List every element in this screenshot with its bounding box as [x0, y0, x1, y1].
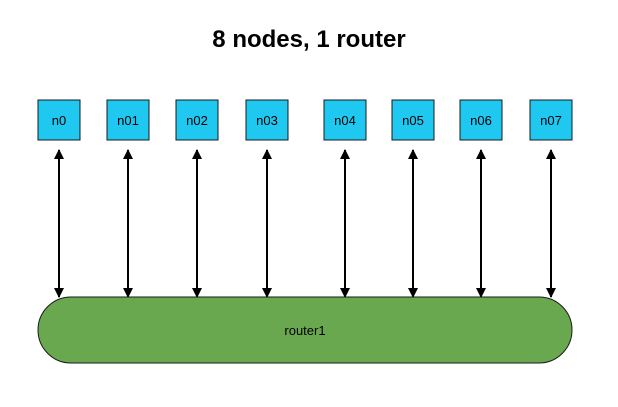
node-box: [529, 99, 573, 141]
node-n02[interactable]: n02: [175, 99, 219, 141]
node-label: n06: [470, 113, 492, 128]
router-shape: [37, 296, 573, 364]
router-layer: router1: [37, 296, 573, 364]
node-label: n07: [540, 113, 562, 128]
node-n01[interactable]: n01: [106, 99, 150, 141]
node-label: n05: [402, 113, 424, 128]
node-box: [323, 99, 367, 141]
node-label: n01: [117, 113, 139, 128]
node-n0[interactable]: n0: [37, 99, 81, 141]
nodes-layer: n0 n01 n02 n03 n04 n05 n06 n07: [37, 99, 573, 141]
node-n05[interactable]: n05: [391, 99, 435, 141]
node-box: [459, 99, 503, 141]
diagram-title: 8 nodes, 1 router: [212, 26, 406, 53]
node-box: [175, 99, 219, 141]
node-label: n02: [186, 113, 208, 128]
links-layer: [54, 149, 556, 298]
node-n06[interactable]: n06: [459, 99, 503, 141]
node-n03[interactable]: n03: [245, 99, 289, 141]
node-box: [37, 99, 81, 141]
router-router1[interactable]: router1: [37, 296, 573, 364]
node-n07[interactable]: n07: [529, 99, 573, 141]
node-box: [245, 99, 289, 141]
node-box: [106, 99, 150, 141]
node-label: n04: [334, 113, 356, 128]
node-n04[interactable]: n04: [323, 99, 367, 141]
router-label: router1: [284, 323, 325, 338]
node-box: [391, 99, 435, 141]
node-label: n03: [256, 113, 278, 128]
node-label: n0: [52, 113, 66, 128]
